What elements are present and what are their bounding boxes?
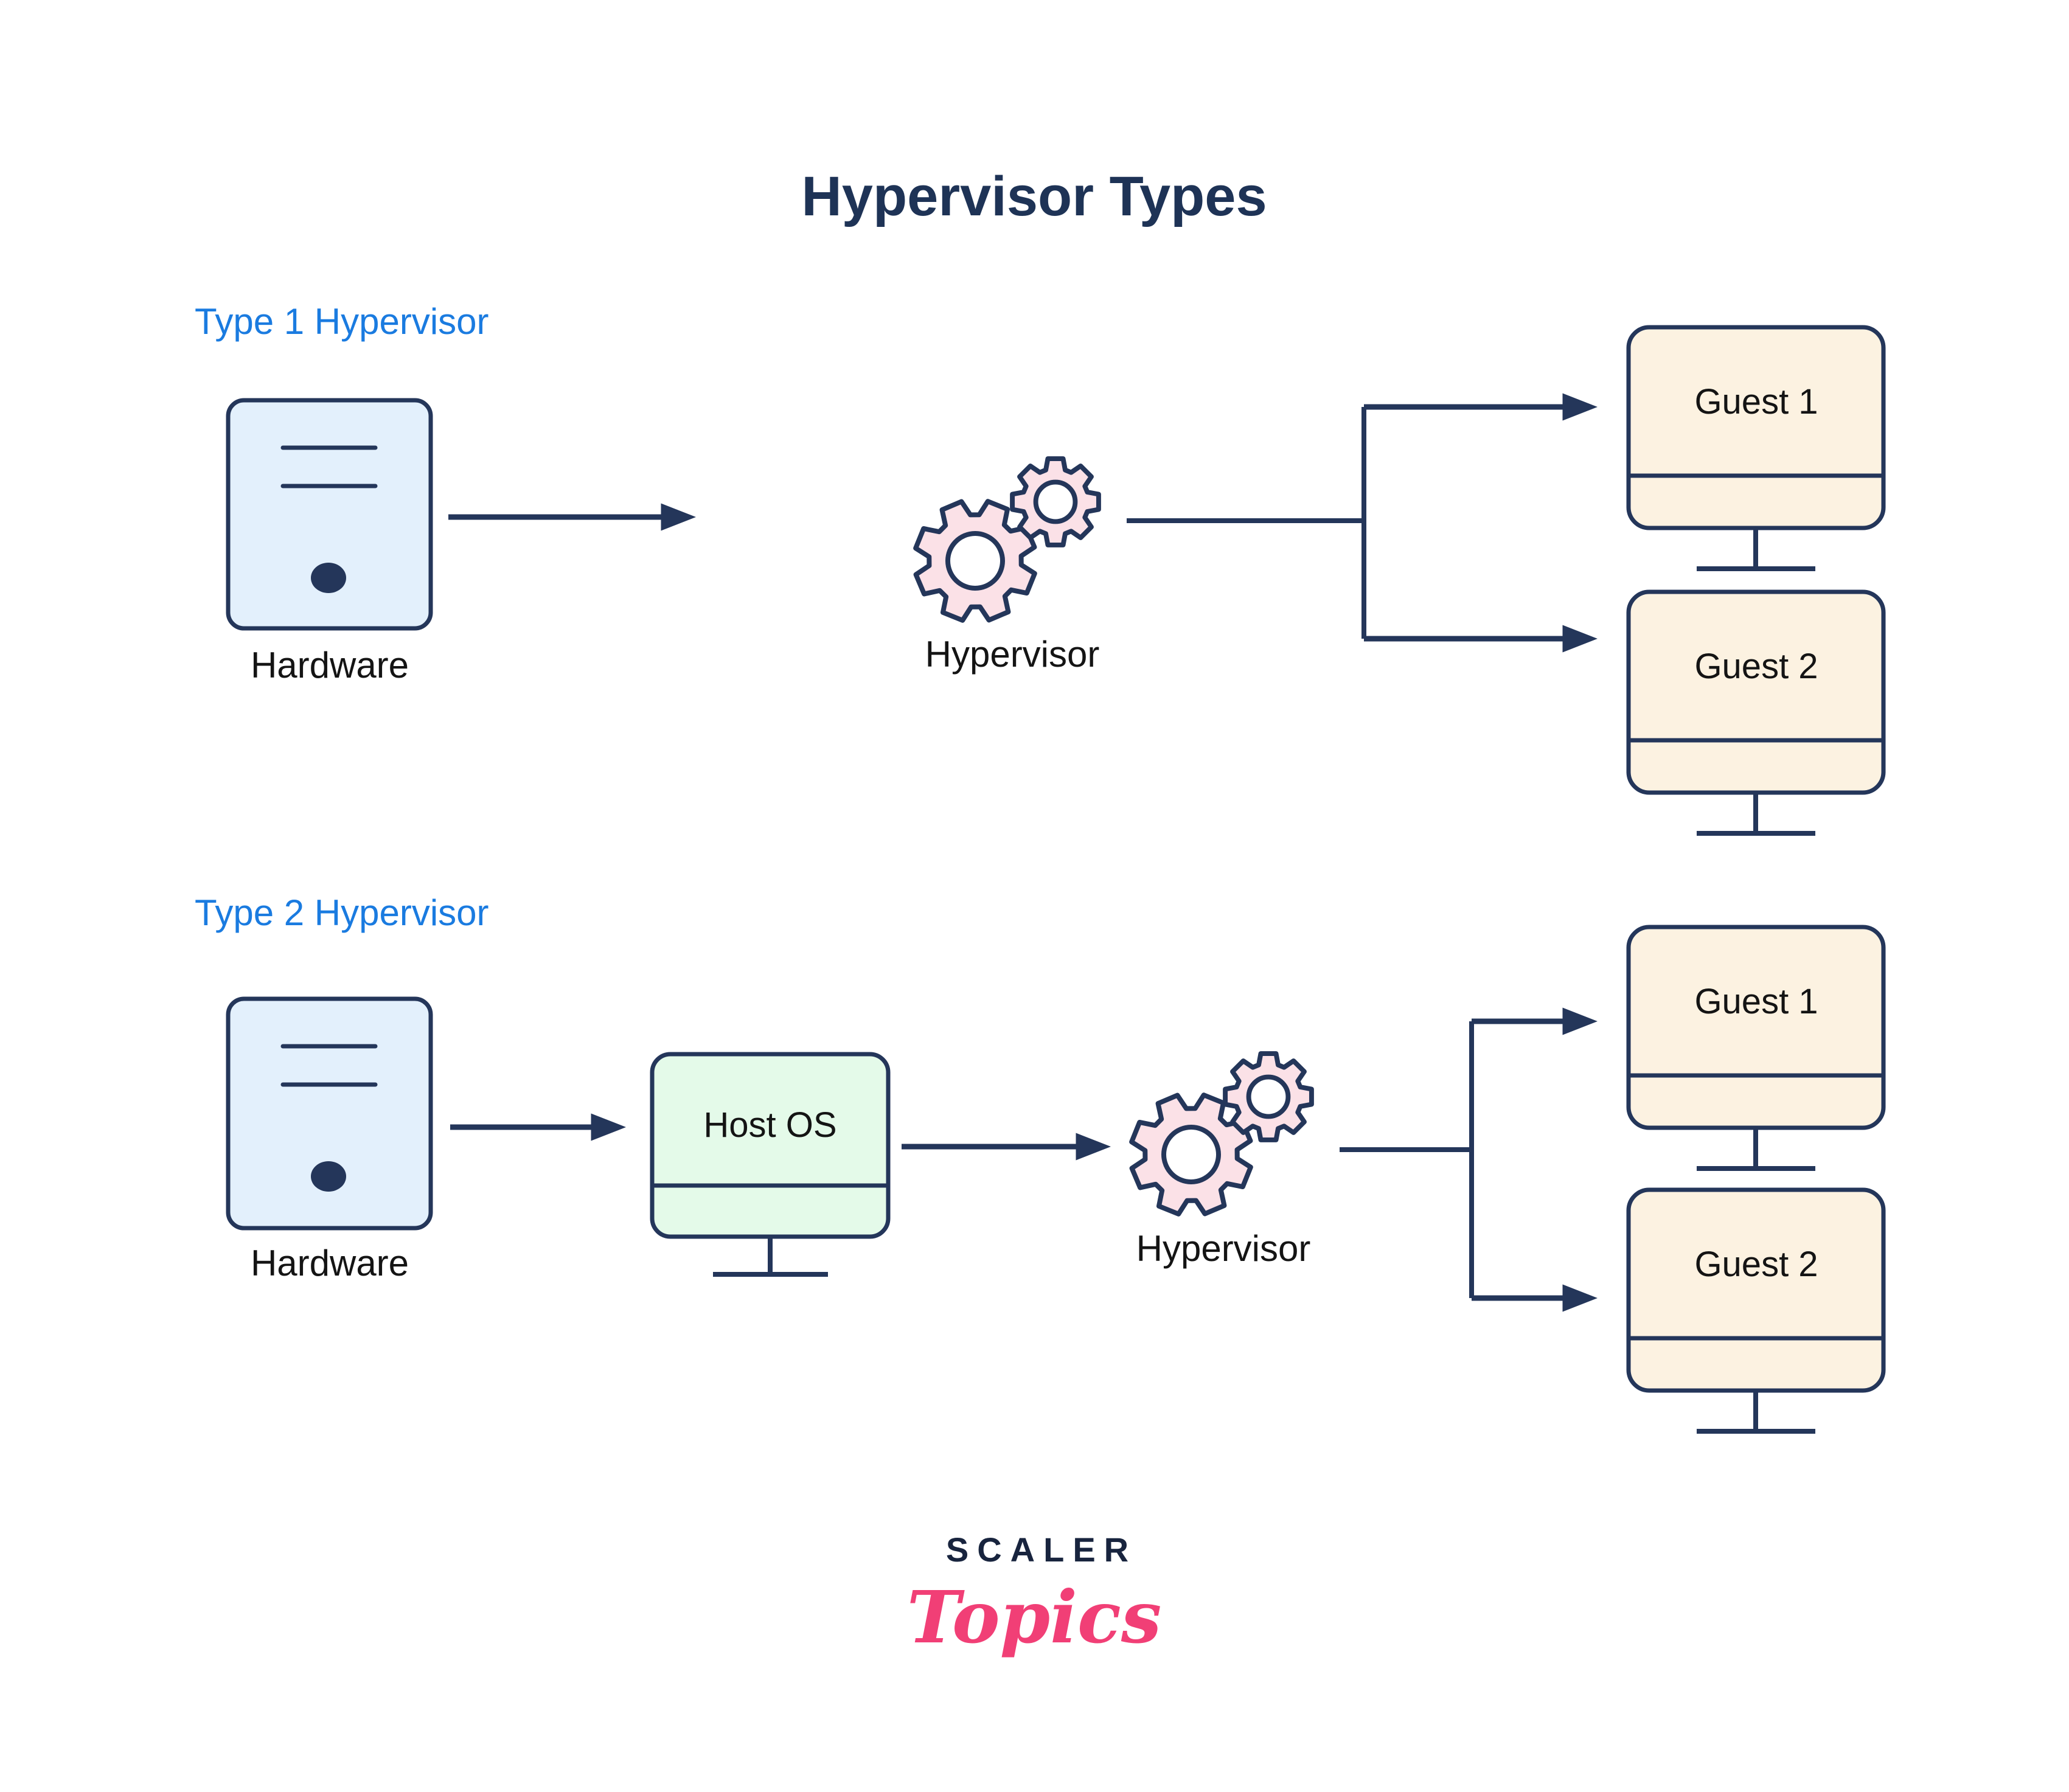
monitor-screen — [1626, 1187, 1886, 1393]
type1-hardware-label: Hardware — [251, 645, 409, 686]
type2-hostos-label: Host OS — [703, 1105, 836, 1145]
type1-hardware-server-icon — [226, 398, 433, 631]
page-title: Hypervisor Types — [801, 165, 1267, 227]
monitor-screen — [1626, 325, 1886, 530]
type2-hardware-server-icon — [226, 996, 433, 1231]
type2-section-label: Type 2 Hypervisor — [195, 892, 489, 933]
scaler-wordmark: SCALER — [946, 1530, 1137, 1569]
server-power-dot — [311, 563, 346, 593]
type1-guest2-monitor: Guest 2 — [1626, 589, 1886, 836]
monitor-screen — [1626, 589, 1886, 795]
gear-icon — [1012, 458, 1099, 546]
type1-guest1-monitor: Guest 1 — [1626, 325, 1886, 571]
type2-guest2-label: Guest 2 — [1694, 1245, 1818, 1284]
type2-hypervisor-gears-icon — [1113, 1053, 1312, 1233]
type1-hypervisor-label: Hypervisor — [925, 634, 1100, 675]
scaler-topics-logo: SCALER Topics — [907, 1530, 1162, 1659]
type2-hostos-monitor: Host OS — [650, 1052, 891, 1277]
gear-icon — [1225, 1053, 1312, 1141]
monitor-screen — [650, 1052, 891, 1239]
type1-guest2-label: Guest 2 — [1694, 647, 1818, 686]
type2-guest1-monitor: Guest 1 — [1626, 925, 1886, 1171]
server-body — [226, 398, 433, 631]
server-power-dot — [311, 1161, 346, 1192]
type2-hardware-label: Hardware — [251, 1243, 409, 1283]
topics-wordmark: Topics — [907, 1575, 1162, 1659]
type1-hypervisor-gears-icon — [897, 458, 1099, 639]
type2-hypervisor-label: Hypervisor — [1136, 1228, 1311, 1269]
server-body — [226, 996, 433, 1231]
type2-guest2-monitor: Guest 2 — [1626, 1187, 1886, 1434]
type1-section-label: Type 1 Hypervisor — [195, 301, 489, 342]
type1-guest1-label: Guest 1 — [1694, 382, 1818, 422]
type2-guest1-label: Guest 1 — [1694, 982, 1818, 1021]
monitor-screen — [1626, 925, 1886, 1130]
